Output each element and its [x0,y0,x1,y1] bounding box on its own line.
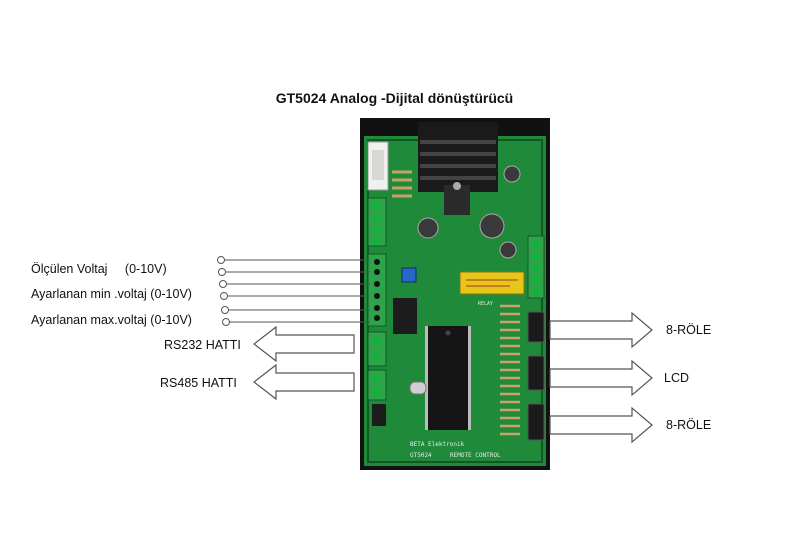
capacitor-2 [479,213,505,239]
trimmer-pot [401,267,417,283]
heatsink [418,122,498,192]
label-relay-bottom: 8-RÖLE [666,418,712,432]
label-rs232: RS232 HATTI [164,338,241,352]
right-terminal-block [527,235,545,299]
input-terminal-5 [221,306,229,314]
power-connector-pins [372,150,384,180]
header-relay-bottom [527,403,545,441]
silkscreen-model: GT5024 [410,452,432,459]
arrow-rs232 [253,325,355,363]
label-measured-voltage: Ölçülen Voltaj (0-10V) [31,262,167,276]
input-terminal-2 [218,268,226,276]
relay-silkscreen: RELAY [478,301,493,307]
label-lcd: LCD [664,371,690,385]
header-lcd [527,355,545,391]
regulator-screw [453,182,461,190]
silkscreen-remote: REMOTE CONTROL [450,452,501,459]
microcontroller-chip [425,326,471,430]
label-measured-voltage-text: Ölçülen Voltaj [31,262,108,276]
input-terminal-1 [217,256,225,264]
left-terminal-block-inputs [367,253,387,327]
resistor-bank-right [500,304,520,436]
ic-opamp [393,298,417,334]
left-terminal-block-top [367,197,387,247]
capacitor-3 [503,165,521,183]
left-terminal-block-rs485 [367,369,387,401]
input-lines [217,256,370,326]
capacitor-4 [499,241,517,259]
crystal-oscillator [409,381,427,395]
ic-small [372,404,386,426]
diagram-title: GT5024 Analog -Dijital dönüştürücü [275,90,514,106]
capacitor-1 [417,217,439,239]
input-terminal-3 [219,280,227,288]
header-relay-top [527,311,545,343]
resistor-bank-top [392,170,412,198]
label-relay-top: 8-RÖLE [666,323,712,337]
arrow-rs485 [253,363,355,401]
label-max-voltage: Ayarlanan max.voltaj (0-10V) [31,313,192,327]
relay [459,271,525,295]
arrow-relay-bottom [549,406,653,444]
label-measured-range: (0-10V) [124,262,167,276]
input-terminal-6 [222,318,230,326]
label-rs485: RS485 HATTI [160,376,237,390]
label-min-voltage: Ayarlanan min .voltaj (0-10V) [31,287,192,301]
arrow-lcd [549,359,653,397]
input-terminal-4 [220,292,228,300]
left-terminal-block-rs232 [367,331,387,367]
silkscreen-maker: BETA Elektronik [410,441,465,448]
arrow-relay-top [549,311,653,349]
